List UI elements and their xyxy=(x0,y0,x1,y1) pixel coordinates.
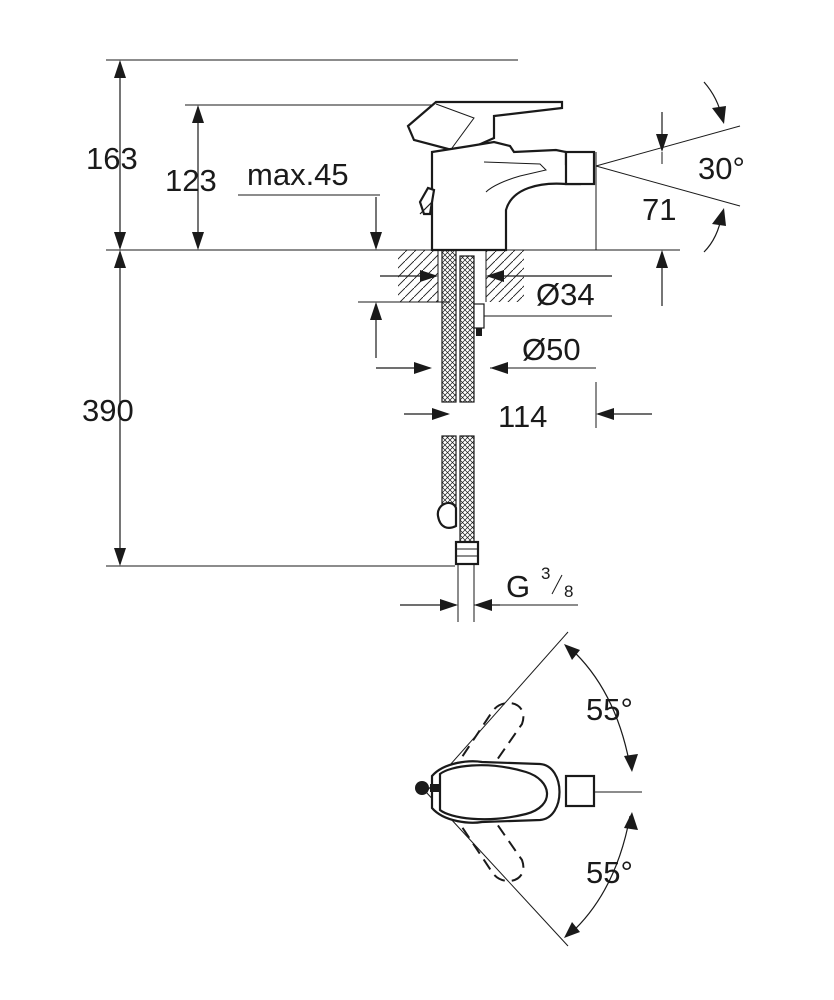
dimension-d50: Ø50 xyxy=(376,332,581,374)
dimension-390: 390 xyxy=(82,250,134,566)
dim-123-label: 123 xyxy=(165,163,217,198)
thread-numerator: 3 xyxy=(541,564,550,583)
dim-max45-label: max.45 xyxy=(247,157,349,192)
faucet-body xyxy=(406,100,596,252)
top-view: 55° 55° xyxy=(415,631,642,947)
dim-390-label: 390 xyxy=(82,393,134,428)
extension-lines xyxy=(106,59,680,622)
dim-30deg-label: 30° xyxy=(698,151,745,186)
dimension-123: 123 xyxy=(165,105,217,250)
dimension-thread: G 3 8 xyxy=(400,564,573,611)
thread-g-label: G xyxy=(506,569,530,604)
dim-71-label: 71 xyxy=(642,192,676,227)
dimension-30deg: 30° xyxy=(595,81,745,253)
thread-denominator: 8 xyxy=(564,582,573,601)
shank-and-hoses xyxy=(436,249,485,566)
dimension-max45: max.45 xyxy=(247,157,382,358)
dimension-d34: Ø34 xyxy=(380,270,612,312)
dim-d34-label: Ø34 xyxy=(536,277,595,312)
dim-d50-label: Ø50 xyxy=(522,332,581,367)
dimension-114: 114 xyxy=(404,399,652,434)
lever-angle-top-label: 55° xyxy=(586,692,633,727)
dimension-71: 71 xyxy=(642,112,676,306)
dim-163-label: 163 xyxy=(86,141,138,176)
dimension-163: 163 xyxy=(86,60,138,250)
lever-angle-bottom-label: 55° xyxy=(586,855,633,890)
dim-114-label: 114 xyxy=(498,399,547,434)
